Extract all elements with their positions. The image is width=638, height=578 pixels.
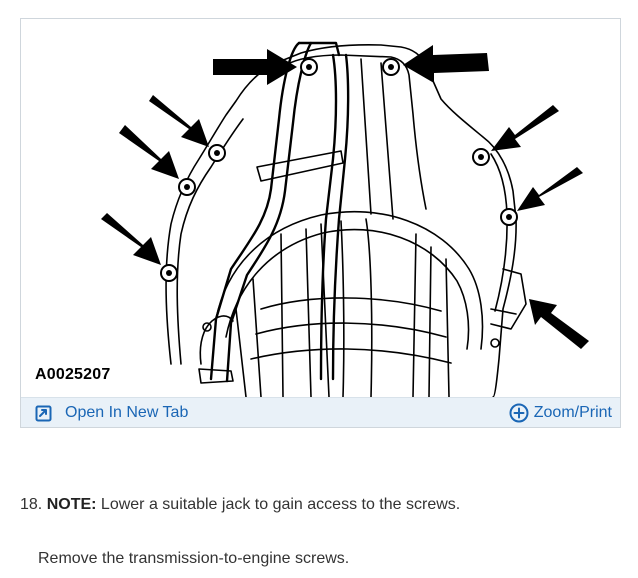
step-instruction: 18. NOTE: Lower a suitable jack to gain …: [20, 496, 460, 514]
figure-id-label: A0025207: [33, 365, 113, 385]
open-in-new-tab-icon: [35, 405, 52, 422]
figure-card: A0025207 Open In New Tab Zoom/Print: [20, 18, 621, 428]
note-text: Lower a suitable jack to gain access to …: [96, 496, 461, 513]
transmission-diagram: [101, 41, 589, 397]
open-in-new-tab-link[interactable]: Open In New Tab: [35, 403, 188, 423]
note-label: NOTE:: [46, 496, 97, 513]
step-action: Remove the transmission-to-engine screws…: [38, 550, 350, 567]
plus-circle-icon: [509, 403, 529, 423]
open-in-new-tab-label: Open In New Tab: [65, 404, 189, 421]
zoom-print-label: Zoom/Print: [533, 404, 612, 421]
figure-illustration[interactable]: A0025207: [21, 19, 620, 397]
figure-toolbar: Open In New Tab Zoom/Print: [21, 397, 620, 427]
step-number: 18.: [20, 496, 43, 513]
zoom-print-link[interactable]: Zoom/Print: [509, 402, 612, 424]
